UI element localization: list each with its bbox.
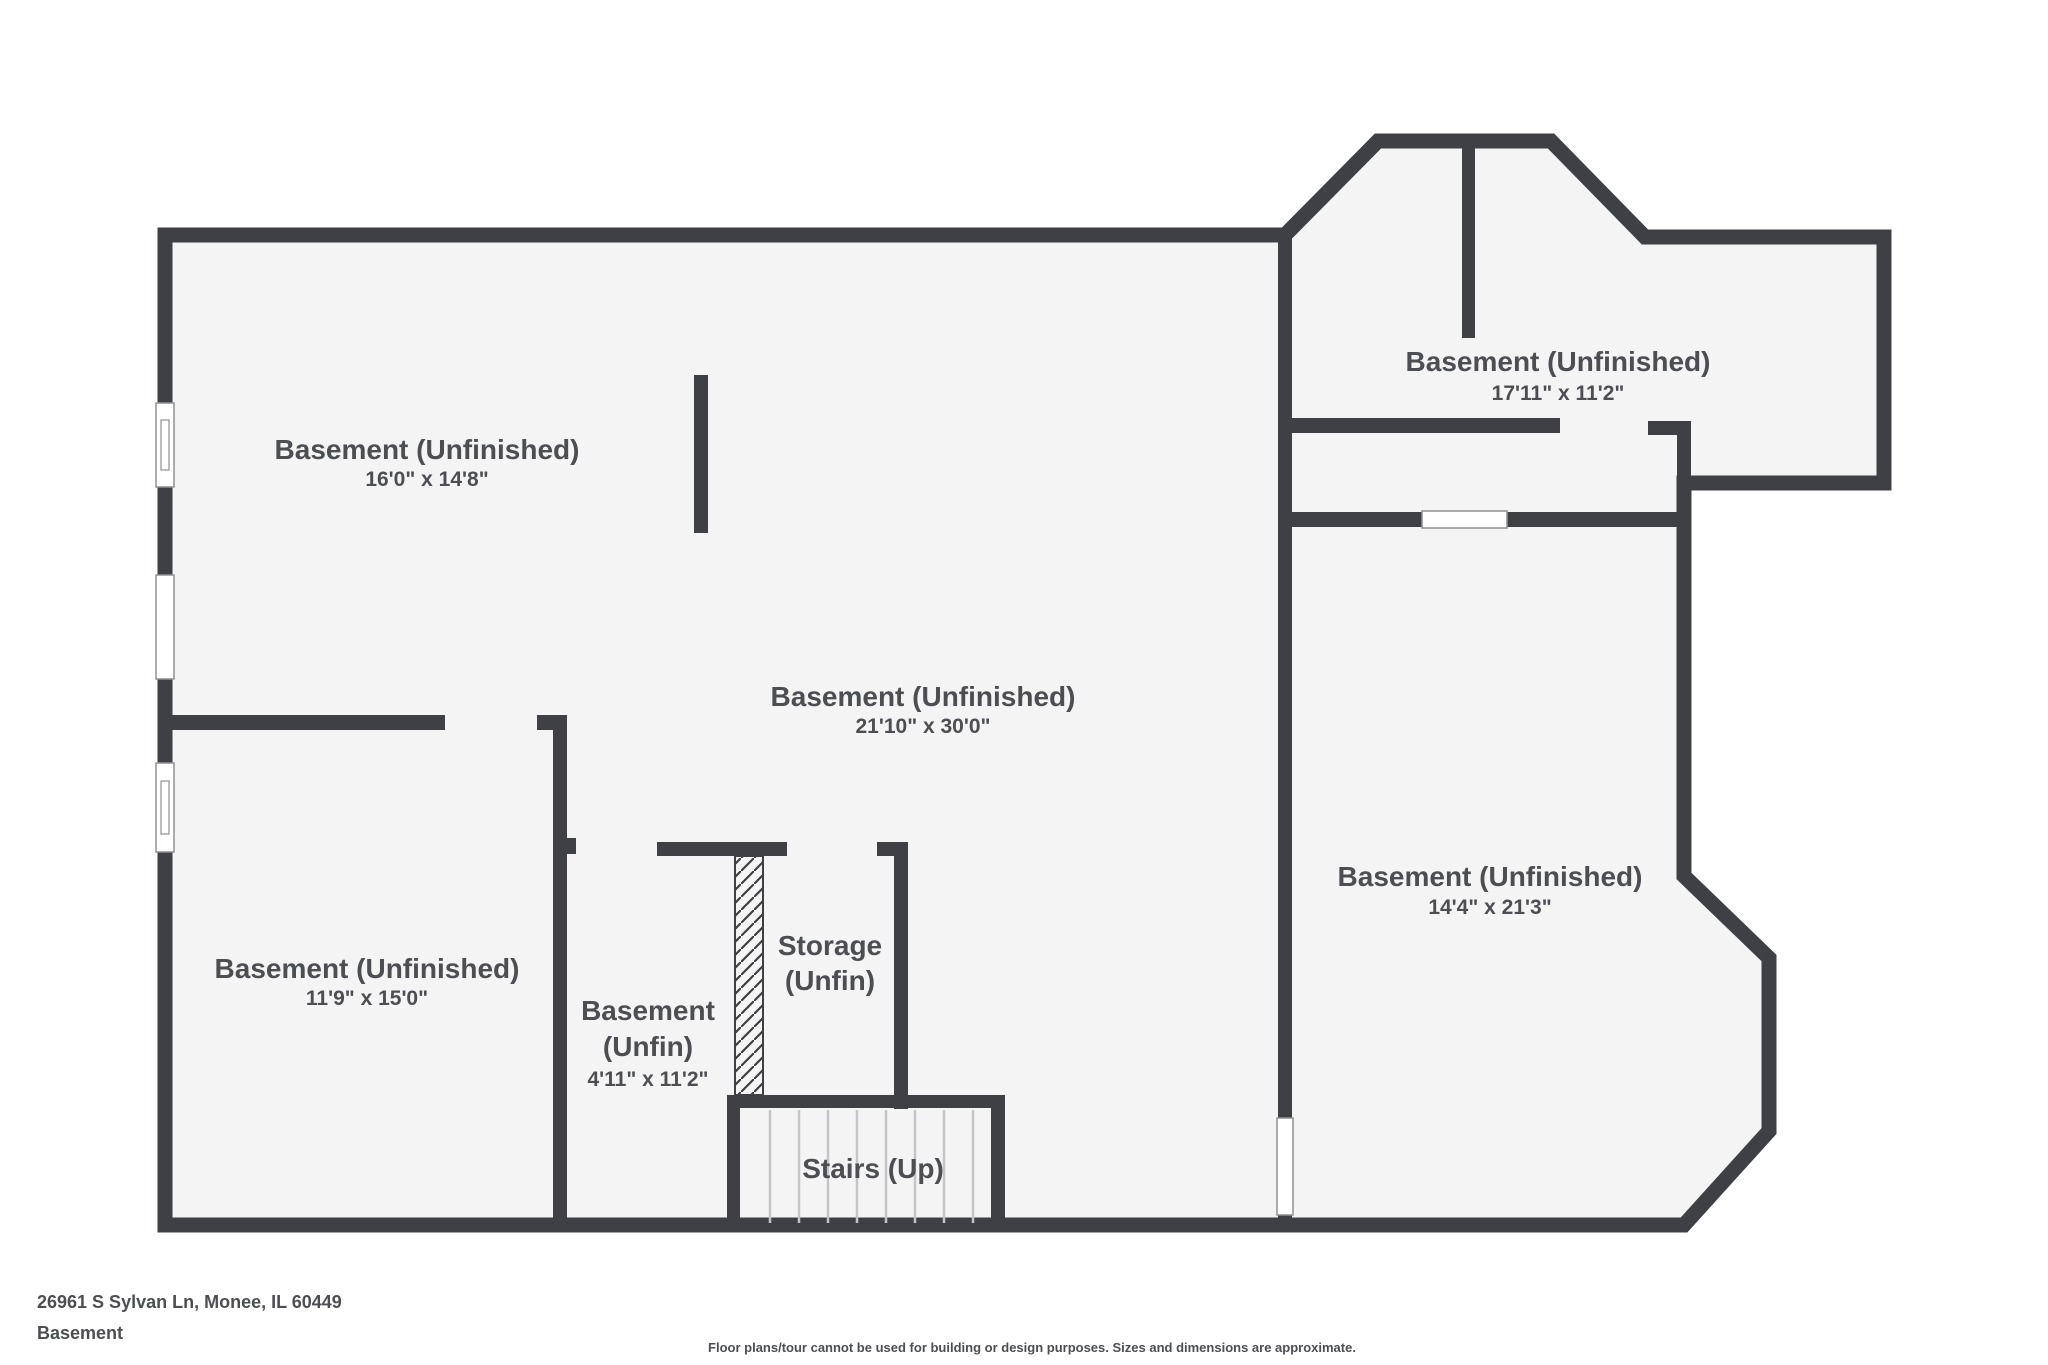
interior-wall [657,842,787,856]
interior-wall [1292,418,1560,433]
windows [155,402,175,853]
interior-wall [553,715,567,1232]
room-label-sw-dims: 11'9" x 15'0" [306,987,428,1010]
footer: 26961 S Sylvan Ln, Monee, IL 60449 Basem… [37,1292,1356,1355]
door-opening [1421,510,1508,529]
room-label-east-title: Basement (Unfinished) [1338,861,1643,892]
interior-wall [1462,140,1475,338]
room-label-storage-qualifier: (Unfin) [785,965,875,996]
floor-plan: Basement (Unfinished) 16'0" x 14'8" Base… [37,133,1892,1355]
door-openings [1276,510,1508,1216]
interior-wall [727,1095,1005,1108]
room-label-stairs: Stairs (Up) [802,1153,944,1184]
room-label-ne-title: Basement (Unfinished) [1406,346,1711,377]
room-label-ne-dims: 17'11" x 11'2" [1492,382,1625,405]
room-label-center-dims: 21'10" x 30'0" [855,715,990,738]
interior-wall [694,375,708,533]
chimney-hatch [734,855,764,1096]
window [155,574,175,680]
interior-wall [991,1108,1005,1228]
interior-wall [1507,512,1684,527]
interior-wall [727,1095,740,1232]
room-label-nw-title: Basement (Unfinished) [275,434,580,465]
interior-walls [158,140,1691,1232]
interior-wall [1677,421,1691,491]
outer-walls [157,133,1892,1233]
interior-wall [1278,1215,1292,1232]
room-label-storage-title: Storage [778,930,882,961]
window [155,402,175,488]
interior-wall [894,842,908,1109]
interior-wall [567,838,576,854]
interior-wall [1278,228,1292,1118]
window [155,762,175,853]
room-label-corridor-title: Basement [581,995,715,1026]
interior-wall [158,715,445,730]
room-label-center-title: Basement (Unfinished) [771,681,1076,712]
footer-address: 26961 S Sylvan Ln, Monee, IL 60449 [37,1292,342,1312]
room-label-corridor-dims: 4'11" x 11'2" [587,1068,708,1091]
footer-disclaimer: Floor plans/tour cannot be used for buil… [708,1340,1356,1355]
interior-wall [1292,512,1422,527]
room-label-sw-title: Basement (Unfinished) [215,953,520,984]
room-label-corridor-qualifier: (Unfin) [603,1031,693,1062]
footer-floor-label: Basement [37,1323,123,1343]
room-label-nw-dims: 16'0" x 14'8" [365,468,488,491]
door-opening [1276,1117,1294,1216]
stair-treads [768,1110,975,1223]
room-label-east-dims: 14'4" x 21'3" [1428,896,1551,919]
